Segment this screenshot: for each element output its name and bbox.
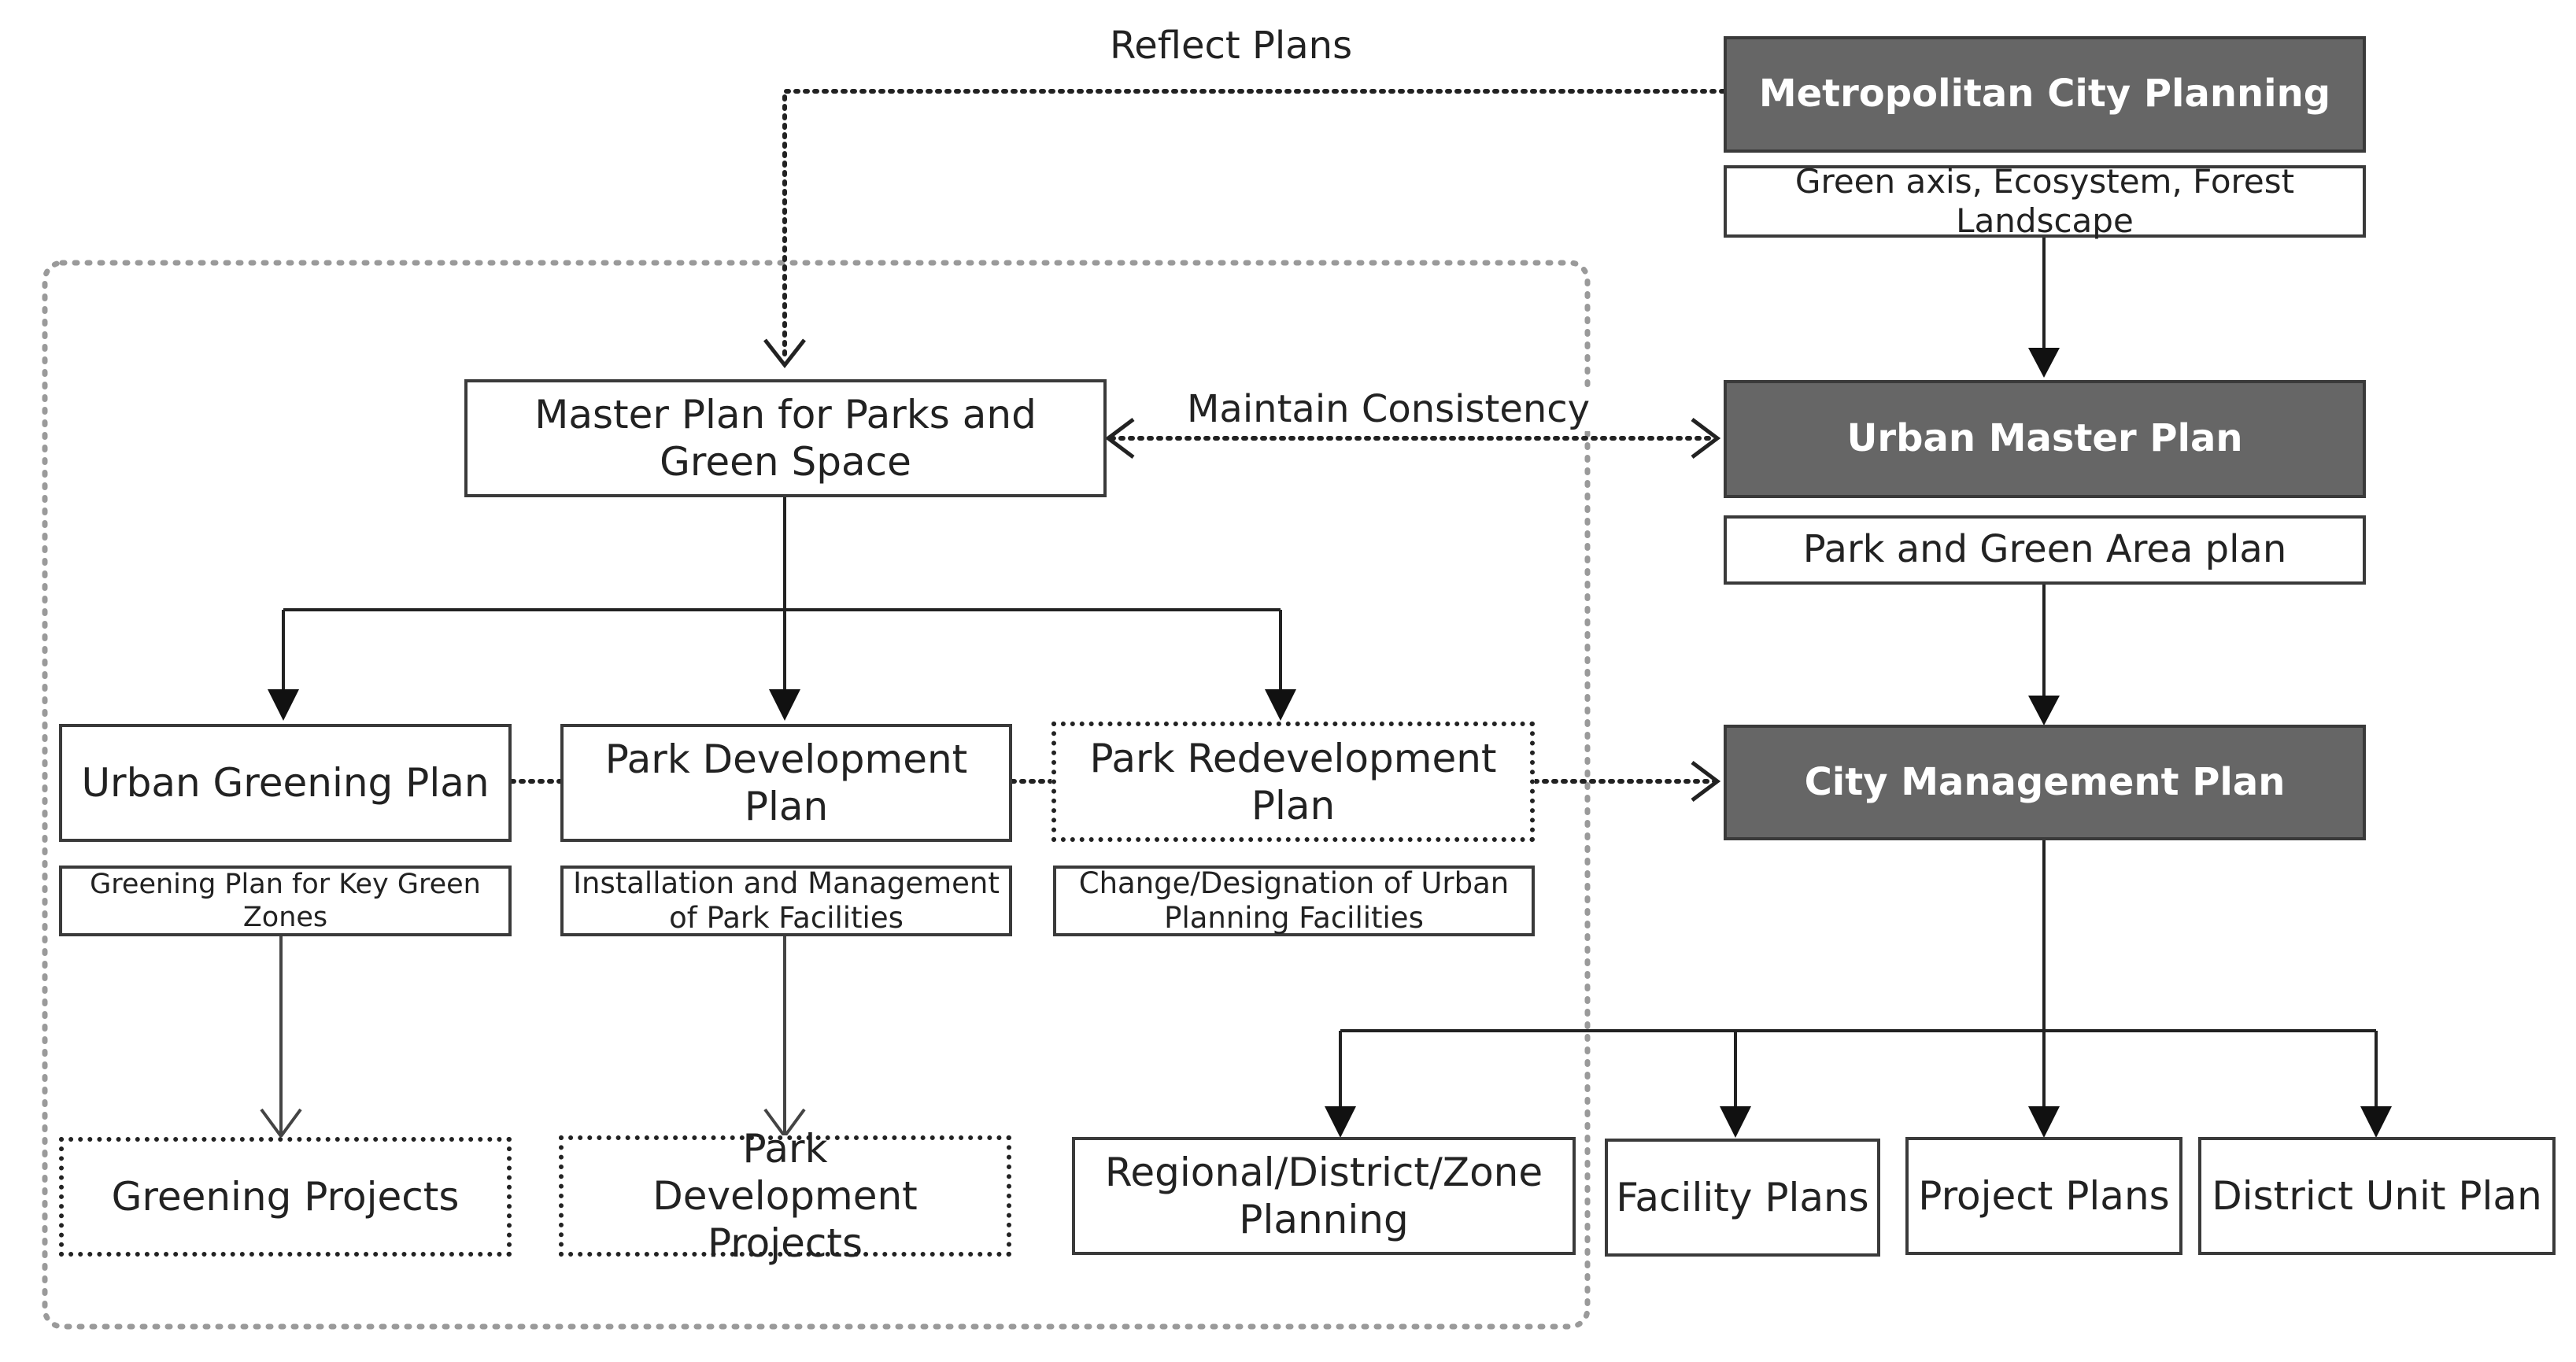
regional-district-zone-planning-box: Regional/District/Zone Planning — [1072, 1137, 1576, 1255]
urban-master-plan-box: Urban Master Plan — [1724, 380, 2366, 498]
park-development-plan-detail: Installation and Management of Park Faci… — [560, 866, 1012, 936]
metropolitan-city-planning-box: Metropolitan City Planning — [1724, 36, 2366, 153]
park-development-plan-box: Park Development Plan — [560, 724, 1012, 842]
urban-master-plan-subtitle: Park and Green Area plan — [1724, 515, 2366, 585]
maintain-consistency-label: Maintain Consistency — [1182, 387, 1595, 431]
metropolitan-subtitle: Green axis, Ecosystem, Forest Landscape — [1724, 162, 2366, 240]
park-redevelopment-plan-box: Park Redevelopment Plan — [1051, 722, 1535, 842]
park-development-projects-box: Park Development Projects — [559, 1126, 1011, 1266]
urban-greening-plan-box: Urban Greening Plan — [59, 724, 512, 842]
greening-projects-box: Greening Projects — [59, 1137, 512, 1257]
city-management-plan-box: City Management Plan — [1724, 725, 2366, 840]
facility-plans-box: Facility Plans — [1605, 1139, 1880, 1257]
district-unit-plan-box: District Unit Plan — [2198, 1137, 2556, 1255]
reflect-plans-label: Reflect Plans — [1105, 24, 1358, 68]
reflect-plans-arrow — [782, 89, 1726, 360]
project-plans-box: Project Plans — [1905, 1137, 2182, 1255]
urban-greening-plan-detail: Greening Plan for Key Green Zones — [59, 866, 512, 936]
park-plans-group-boundary — [42, 260, 1591, 1330]
park-redevelopment-plan-detail: Change/Designation of Urban Planning Fac… — [1053, 866, 1535, 936]
master-plan-parks-green-space-box: Master Plan for Parks and Green Space — [464, 379, 1107, 497]
